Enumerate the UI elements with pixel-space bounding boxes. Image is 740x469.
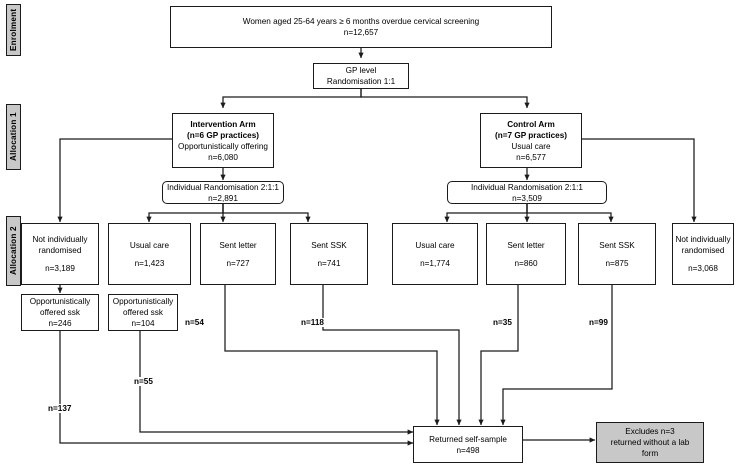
ind-rand-left-line-1: Individual Randomisation 2:1:1 — [167, 182, 279, 192]
control-line-4: n=6,577 — [516, 152, 546, 162]
notrand-left-line-1: Not individually — [32, 235, 88, 244]
control-line-2: (n=7 GP practices) — [495, 130, 567, 140]
sentssk-right-line-3: n=875 — [605, 258, 629, 268]
eligible-line-1: Women aged 25-64 years ≥ 6 months overdu… — [242, 17, 480, 26]
excluded-line-3: form — [641, 449, 659, 458]
ind-rand-left-line-2: n=2,891 — [208, 193, 238, 203]
intervention-line-4: n=6,080 — [208, 152, 238, 162]
intervention-line-2: (n=6 GP practices) — [187, 130, 259, 140]
edge-label-sent-ssk-intervention: n=118 — [300, 318, 325, 327]
sentletter-left-line-3: n=727 — [226, 258, 250, 268]
edge-label-sent-ssk-control: n=99 — [588, 318, 609, 327]
control-line-1: Control Arm — [507, 119, 555, 129]
returned-line-2: n=498 — [456, 445, 480, 455]
edge-label-sent-letter-intervention: n=54 — [184, 318, 205, 327]
sent-ssk-intervention-box: Sent SSK n=741 — [290, 223, 368, 285]
intervention-line-1: Intervention Arm — [190, 119, 256, 129]
control-arm-box: Control Arm (n=7 GP practices) Usual car… — [480, 113, 582, 168]
oppoffered-b-line-3: n=104 — [131, 319, 155, 328]
not-individually-randomised-control-box: Not individually randomised n=3,068 — [672, 223, 734, 285]
usual-care-intervention-box: Usual care n=1,423 — [108, 223, 191, 285]
stage-label-enrolment: Enrolment — [6, 4, 21, 56]
sent-ssk-control-box: Sent SSK n=875 — [578, 223, 656, 285]
sentssk-left-line-3: n=741 — [317, 258, 341, 268]
notrand-right-line-1: Not individually — [675, 235, 731, 244]
individual-randomisation-control-box: Individual Randomisation 2:1:1 n=3,509 — [447, 181, 607, 204]
returned-line-1: Returned self-sample — [429, 434, 507, 444]
sentletter-left-line-1: Sent letter — [219, 240, 257, 250]
returned-self-sample-box: Returned self-sample n=498 — [413, 426, 523, 463]
ind-rand-right-line-1: Individual Randomisation 2:1:1 — [471, 182, 583, 192]
intervention-line-3: Opportunistically offering — [178, 141, 268, 151]
edge-label-opp-offered-usualcare: n=55 — [133, 377, 154, 386]
usualcare-left-line-3: n=1,423 — [134, 258, 165, 268]
gp-rand-line-1: GP level — [345, 66, 377, 75]
not-individually-randomised-intervention-box: Not individually randomised n=3,189 — [21, 223, 99, 285]
gp-rand-line-2: Randomisation 1:1 — [326, 77, 396, 86]
usualcare-left-line-1: Usual care — [129, 240, 170, 250]
stage-label-allocation-1: Allocation 1 — [6, 104, 21, 170]
gp-level-randomisation-box: GP level Randomisation 1:1 — [313, 63, 409, 89]
sentletter-right-line-1: Sent letter — [507, 240, 545, 250]
stage-label-enrolment-text: Enrolment — [9, 8, 18, 52]
stage-label-allocation-2-text: Allocation 2 — [9, 226, 18, 276]
oppoffered-a-line-1: Opportunistically — [29, 297, 91, 306]
individual-randomisation-intervention-box: Individual Randomisation 2:1:1 n=2,891 — [162, 181, 284, 204]
notrand-left-line-2: randomised — [38, 246, 82, 255]
oppoffered-a-line-3: n=246 — [48, 319, 72, 328]
edge-label-sent-letter-control: n=35 — [492, 318, 513, 327]
notrand-right-line-4: n=3,068 — [688, 264, 718, 273]
eligible-line-2: n=12,657 — [343, 28, 379, 37]
excluded-line-1: Excludes n=3 — [625, 427, 675, 436]
opportunistically-offered-ssk-usualcare-box: Opportunistically offered ssk n=104 — [108, 294, 178, 331]
ind-rand-right-line-2: n=3,509 — [512, 193, 542, 203]
notrand-right-line-2: randomised — [681, 246, 725, 255]
excluded-line-2: returned without a lab — [610, 438, 690, 447]
usual-care-control-box: Usual care n=1,774 — [392, 223, 478, 285]
usualcare-right-line-3: n=1,774 — [420, 258, 450, 268]
stage-label-allocation-2: Allocation 2 — [6, 216, 21, 286]
opportunistically-offered-ssk-notrand-box: Opportunistically offered ssk n=246 — [21, 294, 99, 331]
notrand-left-line-4: n=3,189 — [45, 264, 75, 273]
stage-label-allocation-1-text: Allocation 1 — [9, 112, 18, 162]
oppoffered-a-line-2: offered ssk — [40, 308, 80, 317]
sent-letter-control-box: Sent letter n=860 — [486, 223, 566, 285]
excluded-no-lab-form-box: Excludes n=3 returned without a lab form — [596, 422, 704, 463]
control-line-3: Usual care — [511, 141, 551, 151]
sentssk-left-line-1: Sent SSK — [311, 240, 347, 250]
oppoffered-b-line-1: Opportunistically — [112, 297, 174, 306]
sentletter-right-line-3: n=860 — [514, 258, 538, 268]
eligible-population-box: Women aged 25-64 years ≥ 6 months overdu… — [170, 6, 552, 48]
intervention-arm-box: Intervention Arm (n=6 GP practices) Oppo… — [172, 113, 274, 168]
sent-letter-intervention-box: Sent letter n=727 — [200, 223, 276, 285]
usualcare-right-line-1: Usual care — [415, 240, 455, 250]
edge-label-opp-offered-notrand: n=137 — [47, 404, 73, 413]
sentssk-right-line-1: Sent SSK — [599, 240, 635, 250]
oppoffered-b-line-2: offered ssk — [123, 308, 163, 317]
